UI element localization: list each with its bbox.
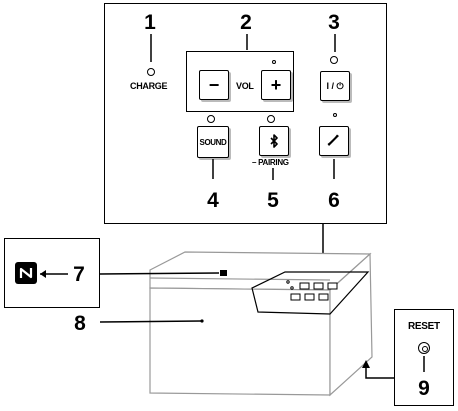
pointer-4 (212, 159, 214, 179)
power-led (330, 56, 338, 64)
callout-number-5: 5 (267, 189, 279, 212)
sound-led (207, 115, 215, 123)
pointer-1 (150, 34, 152, 62)
charge-led (147, 68, 155, 76)
pointer-9 (423, 356, 425, 372)
callout-number-2: 2 (240, 11, 252, 34)
callout-number-6: 6 (328, 189, 340, 212)
power-button[interactable]: I / ⏻ (320, 71, 350, 101)
pairing-label: – PAIRING (252, 158, 289, 167)
nfc-spot (220, 270, 227, 276)
bluetooth-button[interactable] (259, 126, 289, 156)
pointer-6 (333, 159, 335, 179)
callout-number-9: 9 (418, 377, 430, 400)
call-button[interactable] (319, 126, 349, 156)
callout-number-1: 1 (144, 11, 156, 34)
vol-plus-indicator (272, 60, 276, 64)
callout-number-8: 8 (74, 312, 86, 335)
sound-button[interactable]: SOUND (197, 126, 229, 158)
volume-up-button[interactable]: + (261, 70, 291, 100)
vol-label: VOL (236, 81, 254, 91)
volume-down-button[interactable]: − (199, 70, 229, 100)
pointer-3 (334, 34, 336, 52)
speaker-body (149, 251, 373, 397)
reset-button[interactable] (418, 342, 430, 354)
phone-handset-icon (327, 134, 339, 146)
callout-line-8 (99, 320, 202, 323)
charge-label: CHARGE (130, 81, 168, 91)
callout-number-3: 3 (328, 11, 340, 34)
callout-number-7: 7 (73, 263, 85, 286)
callout-line-7 (99, 272, 220, 275)
nfc-mark-icon (15, 262, 37, 284)
bluetooth-icon (270, 134, 278, 148)
reset-arrow (365, 365, 394, 379)
pointer-2 (246, 34, 248, 50)
callout-number-4: 4 (207, 189, 219, 212)
control-area-outline (251, 271, 370, 315)
pointer-7 (40, 270, 68, 278)
phone-indicator (333, 113, 337, 117)
top-mini-buttons (286, 280, 338, 301)
pointer-5 (272, 168, 274, 180)
reset-label: RESET (408, 321, 440, 332)
bluetooth-led (267, 115, 275, 123)
